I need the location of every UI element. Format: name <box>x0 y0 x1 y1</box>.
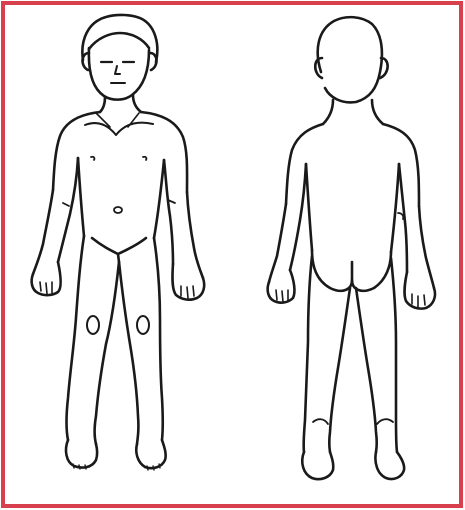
body-chart-diagram <box>0 0 465 510</box>
